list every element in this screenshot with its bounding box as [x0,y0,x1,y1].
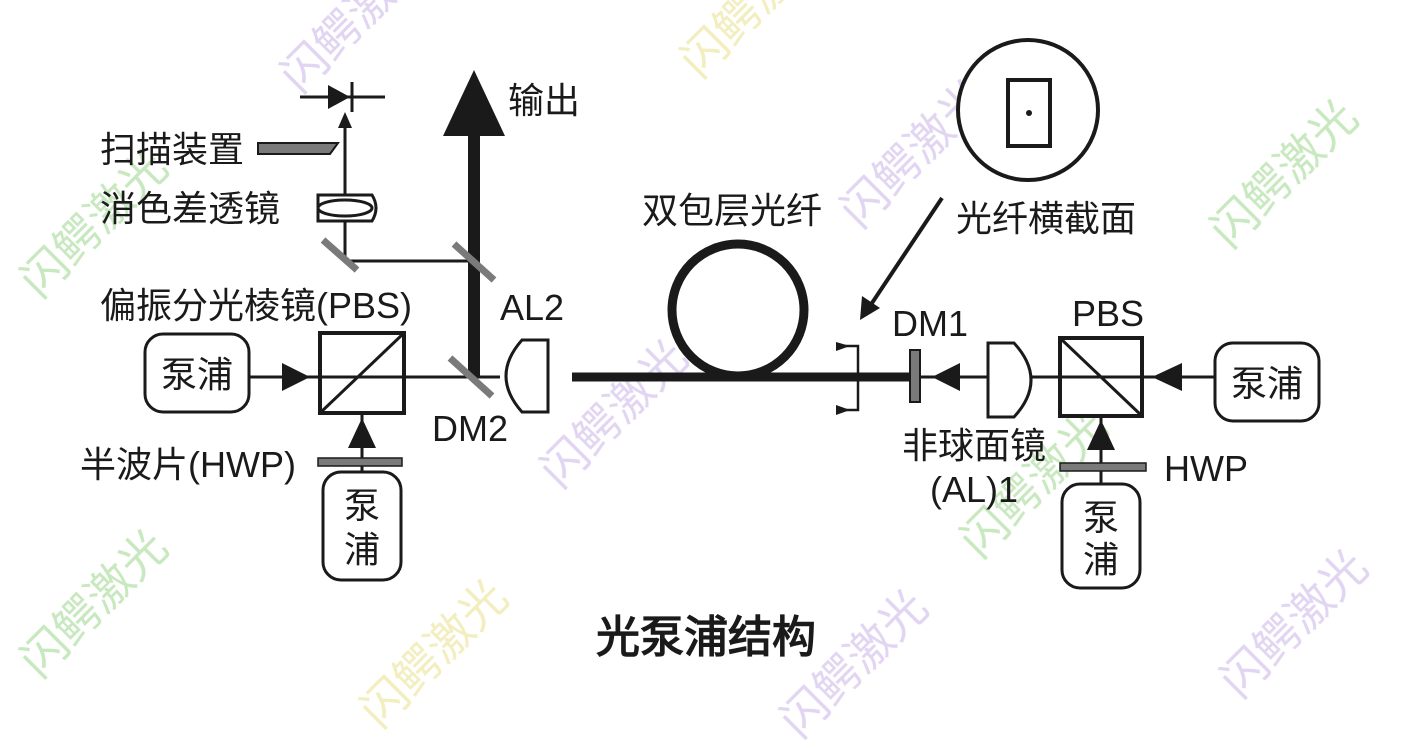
pump-bottom-right-arrow-icon [1087,420,1115,450]
pump-bottom-left-arrow-icon [348,418,376,448]
watermark: 闪鳄激光 [10,519,178,687]
branch-arrow-icon [338,112,352,128]
dm2-label: DM2 [432,408,508,449]
al2-lens [504,338,550,414]
fiber-end-bracket [836,342,860,415]
pump-left-label: 泵浦 [161,354,233,395]
pump-right-box [1213,341,1321,423]
pump-left-box [143,332,251,414]
fiber-cross-section-label: 光纤横截面 [956,198,1136,239]
achromatic-lens [316,193,378,223]
pump-bottom-left-box [321,470,403,582]
fold-mirror [320,237,360,273]
hwp-left-plate [317,457,403,467]
dm1-label: DM1 [892,303,968,344]
pbs-right-label: PBS [1072,293,1144,334]
pbs-left-label: 偏振分光棱镜(PBS) [100,285,412,326]
pump-left-arrow-icon [282,363,310,391]
achromat-label: 消色差透镜 [100,188,280,229]
al2-label: AL2 [500,287,564,328]
cross-section-pointer [868,196,944,308]
fiber-loop [667,239,809,381]
double-clad-fiber-label: 双包层光纤 [642,190,822,231]
watermark: 闪鳄激光 [1210,539,1378,707]
pump-bottom-right-label-2: 浦 [1083,539,1119,580]
detector-icon [300,82,385,112]
output-arrow-icon [443,70,505,136]
cross-section-pointer-arrow-icon [860,296,880,320]
hwp-right-plate [1059,462,1147,472]
pump-bottom-left-label-1: 泵 [344,485,380,526]
hwp-left-label: 半波片(HWP) [80,444,296,485]
pbs-right-cube [1058,336,1144,418]
watermark: 闪鳄激光 [670,0,838,88]
pump-bottom-left-label-2: 浦 [344,529,380,570]
watermark: 闪鳄激光 [350,569,518,737]
watermark: 闪鳄激光 [270,0,438,103]
branch-mirror [451,241,497,283]
watermark: 闪鳄激光 [770,579,938,747]
pump-right-arrow-icon [1152,363,1182,391]
watermark: 闪鳄激光 [530,329,698,497]
fiber-cross-section-icon [956,38,1100,182]
scanner-label: 扫描装置 [100,129,244,170]
al1-lens [986,341,1033,419]
hwp-right-label: HWP [1164,448,1248,489]
scanner-mirror [257,142,340,155]
pump-right-label: 泵浦 [1231,363,1303,404]
pbs-left-cube [250,331,406,415]
dm2-mirror [447,355,495,399]
watermark: 闪鳄激光 [1200,89,1368,257]
dm1-plate [909,349,921,403]
pump-bottom-right-box [1060,482,1142,590]
output-label: 输出 [508,80,580,121]
pump-bottom-right-label-1: 泵 [1083,497,1119,538]
dm1-arrow-icon [932,363,960,391]
aspheric-lens-label-line1: 非球面镜 [902,425,1046,466]
diagram-title: 光泵浦结构 [596,613,816,662]
aspheric-lens-label-line2: (AL)1 [930,469,1018,510]
